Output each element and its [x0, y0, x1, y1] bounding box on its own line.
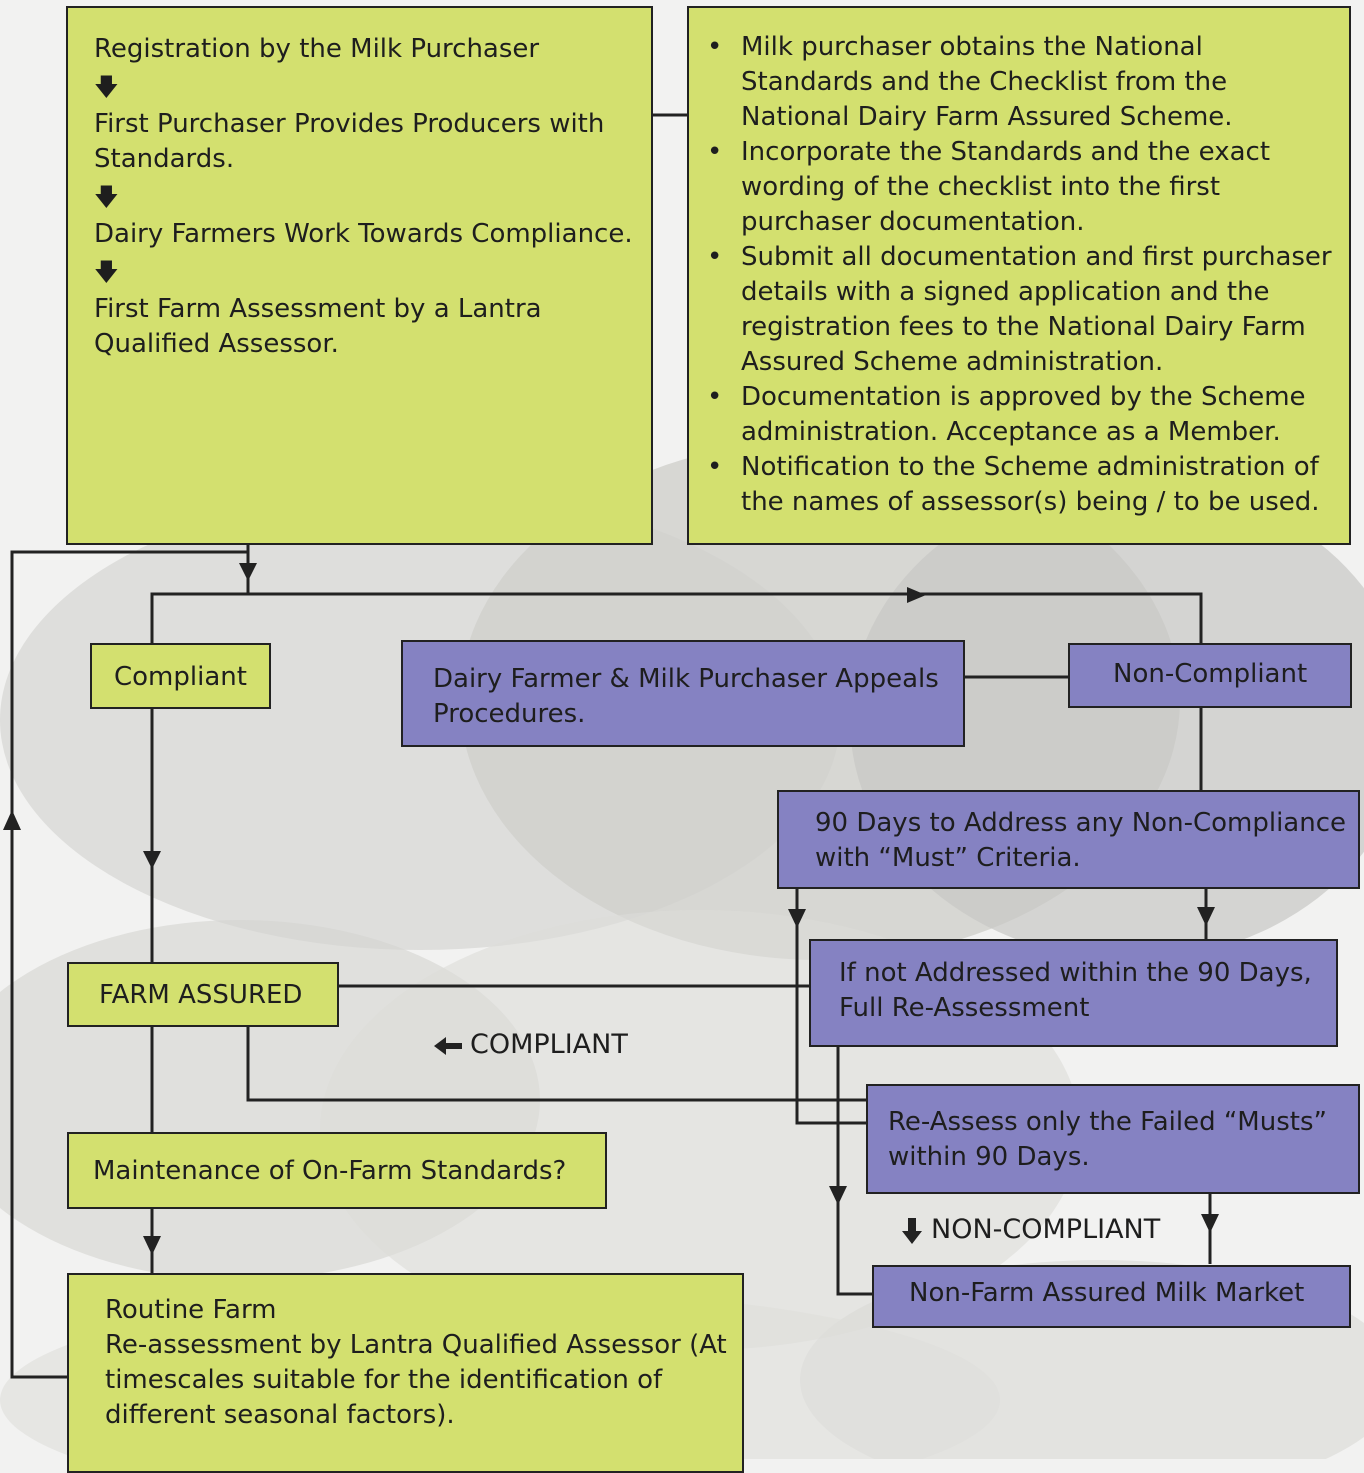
compliant-label: Compliant — [114, 662, 247, 692]
arrow-up-icon — [3, 810, 21, 830]
arrow-down-icon — [1197, 907, 1215, 926]
arrow-down-icon — [239, 563, 257, 581]
requirement-item: Incorporate the Standards and the exact … — [693, 135, 1341, 240]
arrow-down-icon — [1201, 1214, 1219, 1233]
arrow-down-icon — [143, 1236, 161, 1255]
requirement-item: Milk purchaser obtains the National Stan… — [693, 30, 1341, 135]
arrow-down-icon — [902, 1217, 922, 1244]
full-reassessment-label: If not Addressed within the 90 Days, Ful… — [839, 958, 1312, 1023]
maintenance-label: Maintenance of On-Farm Standards? — [93, 1156, 567, 1186]
process-box: Registration by the Milk Purchaser 🡇 Fir… — [66, 6, 653, 545]
ninety-days-label: 90 Days to Address any Non-Compliance wi… — [815, 808, 1346, 873]
farm-assured-box: FARM ASSURED — [67, 962, 339, 1027]
requirement-item: Notification to the Scheme administratio… — [693, 450, 1341, 520]
ninety-days-box: 90 Days to Address any Non-Compliance wi… — [777, 790, 1360, 889]
compliant-arrow-label: COMPLIANT — [434, 1027, 628, 1062]
arrow-down-icon: 🡇 — [94, 258, 119, 286]
arrow-down-icon: 🡇 — [94, 73, 119, 101]
routine-body: Re-assessment by Lantra Qualified Assess… — [105, 1330, 727, 1430]
appeals-label: Dairy Farmer & Milk Purchaser Appeals Pr… — [433, 664, 939, 729]
non-farm-market-box: Non-Farm Assured Milk Market — [872, 1265, 1351, 1328]
arrow-down-icon — [829, 1186, 847, 1205]
process-step-1: Registration by the Milk Purchaser — [94, 34, 540, 64]
reassess-failed-label: Re-Assess only the Failed “Musts” within… — [888, 1107, 1327, 1172]
arrow-down-icon — [788, 909, 806, 928]
non-compliant-box: Non-Compliant — [1068, 643, 1352, 708]
process-step-3: Dairy Farmers Work Towards Compliance. — [94, 219, 633, 249]
requirement-item: Submit all documentation and first purch… — [693, 240, 1341, 380]
appeals-box: Dairy Farmer & Milk Purchaser Appeals Pr… — [401, 640, 965, 747]
process-step-2: First Purchaser Provides Producers with … — [94, 109, 605, 174]
arrow-down-icon — [143, 851, 161, 869]
routine-title: Routine Farm — [105, 1295, 277, 1325]
requirements-box: Milk purchaser obtains the National Stan… — [687, 6, 1351, 545]
compliant-box: Compliant — [90, 643, 271, 709]
requirement-item: Documentation is approved by the Scheme … — [693, 380, 1341, 450]
arrow-right-icon — [907, 587, 926, 603]
process-step-4: First Farm Assessment by a Lantra Qualif… — [94, 294, 542, 359]
arrow-left-icon — [434, 1036, 462, 1055]
non-compliant-arrow-label: NON-COMPLIANT — [901, 1212, 1160, 1247]
arrow-down-icon: 🡇 — [94, 183, 119, 211]
non-farm-market-label: Non-Farm Assured Milk Market — [909, 1278, 1305, 1308]
maintenance-box: Maintenance of On-Farm Standards? — [67, 1132, 607, 1209]
reassess-failed-box: Re-Assess only the Failed “Musts” within… — [866, 1084, 1360, 1194]
full-reassessment-box: If not Addressed within the 90 Days, Ful… — [809, 939, 1338, 1047]
routine-box: Routine Farm Re-assessment by Lantra Qua… — [67, 1273, 744, 1473]
non-compliant-label: Non-Compliant — [1113, 659, 1308, 689]
farm-assured-label: FARM ASSURED — [99, 980, 303, 1010]
requirements-list: Milk purchaser obtains the National Stan… — [693, 30, 1341, 520]
